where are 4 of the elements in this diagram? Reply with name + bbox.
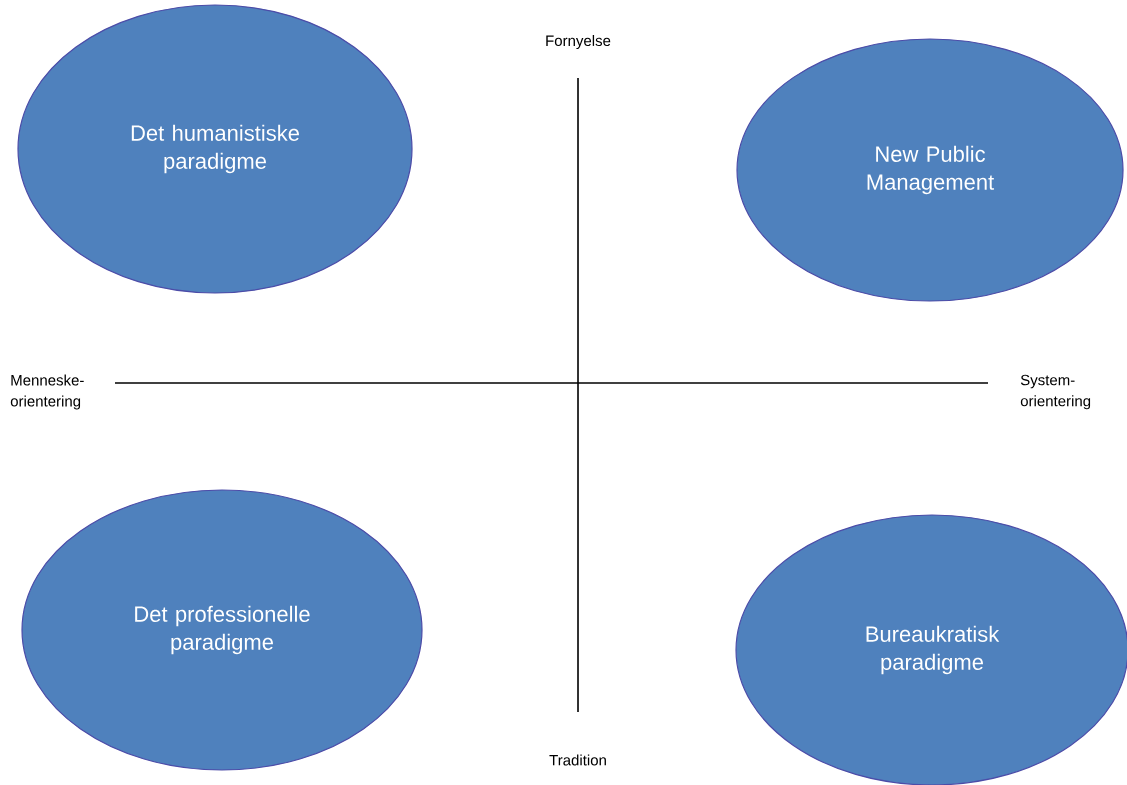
axis-label: System- orientering <box>1020 374 1091 410</box>
axis-label: Menneske- orientering <box>10 374 84 410</box>
axis-label: Tradition <box>549 754 606 766</box>
axis-label: Fornyelse <box>546 35 611 49</box>
